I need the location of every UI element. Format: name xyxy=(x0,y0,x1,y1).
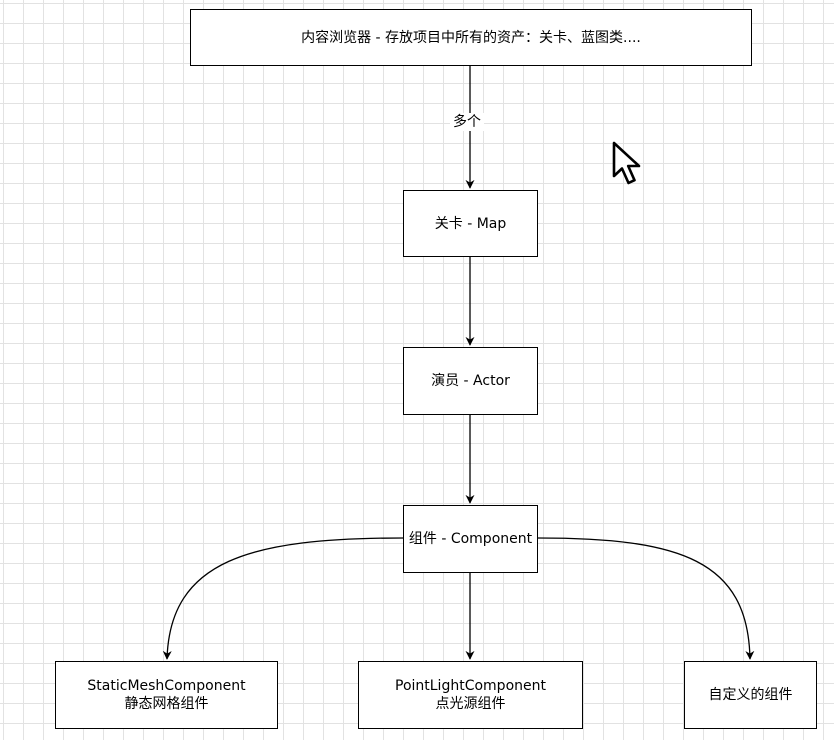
node-custom-label: 自定义的组件 xyxy=(708,687,793,703)
edge-component-to-custom[interactable] xyxy=(537,537,755,660)
node-actor-label: 演员 - Actor xyxy=(431,373,510,389)
node-point-light-label-en: PointLightComponent xyxy=(395,678,546,694)
node-point-light-component[interactable]: PointLightComponent 点光源组件 xyxy=(358,661,583,729)
node-content-browser[interactable]: 内容浏览器 - 存放项目中所有的资产：关卡、蓝图类.... xyxy=(190,9,752,66)
mouse-pointer-icon xyxy=(612,141,641,185)
node-static-mesh-component[interactable]: StaticMeshComponent 静态网格组件 xyxy=(55,661,278,729)
node-content-browser-label: 内容浏览器 - 存放项目中所有的资产：关卡、蓝图类.... xyxy=(301,29,641,46)
node-map[interactable]: 关卡 - Map xyxy=(403,190,538,257)
edge-component-to-static-mesh[interactable] xyxy=(162,537,404,660)
node-map-label: 关卡 - Map xyxy=(434,215,507,232)
node-static-mesh-label-en: StaticMeshComponent xyxy=(87,678,246,694)
edge-label-multiple: 多个 xyxy=(450,113,484,131)
node-static-mesh-label-zh: 静态网格组件 xyxy=(124,696,209,712)
node-custom-component[interactable]: 自定义的组件 xyxy=(684,661,817,729)
node-component[interactable]: 组件 - Component xyxy=(403,505,538,573)
node-component-label: 组件 - Component xyxy=(408,531,533,547)
node-point-light-label-zh: 点光源组件 xyxy=(435,696,506,712)
node-actor[interactable]: 演员 - Actor xyxy=(403,347,538,415)
